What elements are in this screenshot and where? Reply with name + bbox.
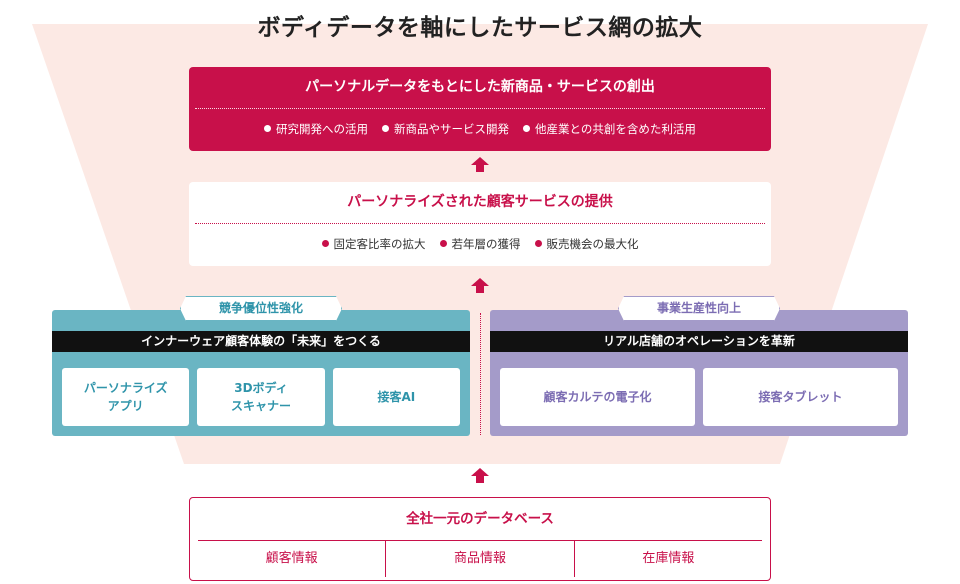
panel-subtitle-bar: インナーウェア顧客体験の「未来」をつくる <box>52 331 470 352</box>
personalized-service-box: パーソナライズされた顧客サービスの提供 固定客比率の拡大 若年層の獲得 販売機会… <box>189 182 771 266</box>
bullet-dot-icon <box>264 125 272 132</box>
column-product-info: 商品情報 <box>386 541 575 577</box>
new-products-bullets: 研究開発への活用 新商品やサービス開発 他産業との共創を含めた利活用 <box>189 109 771 149</box>
bullet-text: 固定客比率の拡大 <box>333 237 426 251</box>
bullet-item: 他産業との共創を含めた利活用 <box>523 121 696 137</box>
page-title: ボディデータを軸にしたサービス網の拡大 <box>257 14 703 41</box>
bullet-dot-icon <box>534 240 542 247</box>
column-customer-info: 顧客情報 <box>198 541 387 577</box>
bullet-dot-icon <box>523 125 531 132</box>
divider-line <box>198 540 762 541</box>
dotted-divider <box>195 108 765 109</box>
bullet-text: 新商品やサービス開発 <box>394 122 510 136</box>
bullet-dot-icon <box>382 125 390 132</box>
new-products-box: パーソナルデータをもとにした新商品・サービスの創出 研究開発への活用 新商品やサ… <box>189 67 771 151</box>
productivity-panel: リアル店舗のオペレーションを革新 顧客カルテの電子化 接客タブレット <box>490 310 908 436</box>
card-customer-chart-digitization: 顧客カルテの電子化 <box>500 368 695 426</box>
dotted-divider <box>195 223 765 224</box>
unified-database-box: 全社一元のデータベース 顧客情報 商品情報 在庫情報 <box>189 497 771 581</box>
competitive-advantage-tag: 競争優位性強化 <box>180 296 342 321</box>
card-customer-service-ai: 接客AI <box>332 368 460 426</box>
card-row: パーソナライズ アプリ 3Dボディ スキャナー 接客AI <box>62 368 460 426</box>
bullet-item: 新商品やサービス開発 <box>382 121 509 137</box>
card-service-tablet: 接客タブレット <box>703 368 898 426</box>
card-3d-body-scanner: 3Dボディ スキャナー <box>197 368 325 426</box>
personalized-service-heading: パーソナライズされた顧客サービスの提供 <box>347 194 613 210</box>
bullet-item: 販売機会の最大化 <box>534 236 639 252</box>
bullet-text: 研究開発への活用 <box>276 122 369 136</box>
card-row: 顧客カルテの電子化 接客タブレット <box>500 368 898 426</box>
database-columns: 顧客情報 商品情報 在庫情報 <box>198 541 762 577</box>
personalized-service-bullets: 固定客比率の拡大 若年層の獲得 販売機会の最大化 <box>189 224 771 264</box>
productivity-tag: 事業生産性向上 <box>618 296 780 321</box>
panel-subtitle-bar: リアル店舗のオペレーションを革新 <box>490 331 908 352</box>
bullet-item: 固定客比率の拡大 <box>321 236 426 252</box>
unified-database-heading: 全社一元のデータベース <box>406 511 554 527</box>
bullet-item: 若年層の獲得 <box>439 236 521 252</box>
card-personalize-app: パーソナライズ アプリ <box>62 368 190 426</box>
new-products-heading: パーソナルデータをもとにした新商品・サービスの創出 <box>305 79 655 95</box>
bullet-text: 他産業との共創を含めた利活用 <box>535 122 696 136</box>
bullet-item: 研究開発への活用 <box>264 121 368 137</box>
bullet-dot-icon <box>439 240 447 247</box>
competitive-advantage-panel: インナーウェア顧客体験の「未来」をつくる パーソナライズ アプリ 3Dボディ ス… <box>52 310 470 436</box>
bullet-dot-icon <box>321 240 329 247</box>
bullet-text: 販売機会の最大化 <box>546 237 639 251</box>
column-inventory-info: 在庫情報 <box>642 551 695 566</box>
panel-divider <box>480 313 481 435</box>
bullet-text: 若年層の獲得 <box>451 237 521 251</box>
